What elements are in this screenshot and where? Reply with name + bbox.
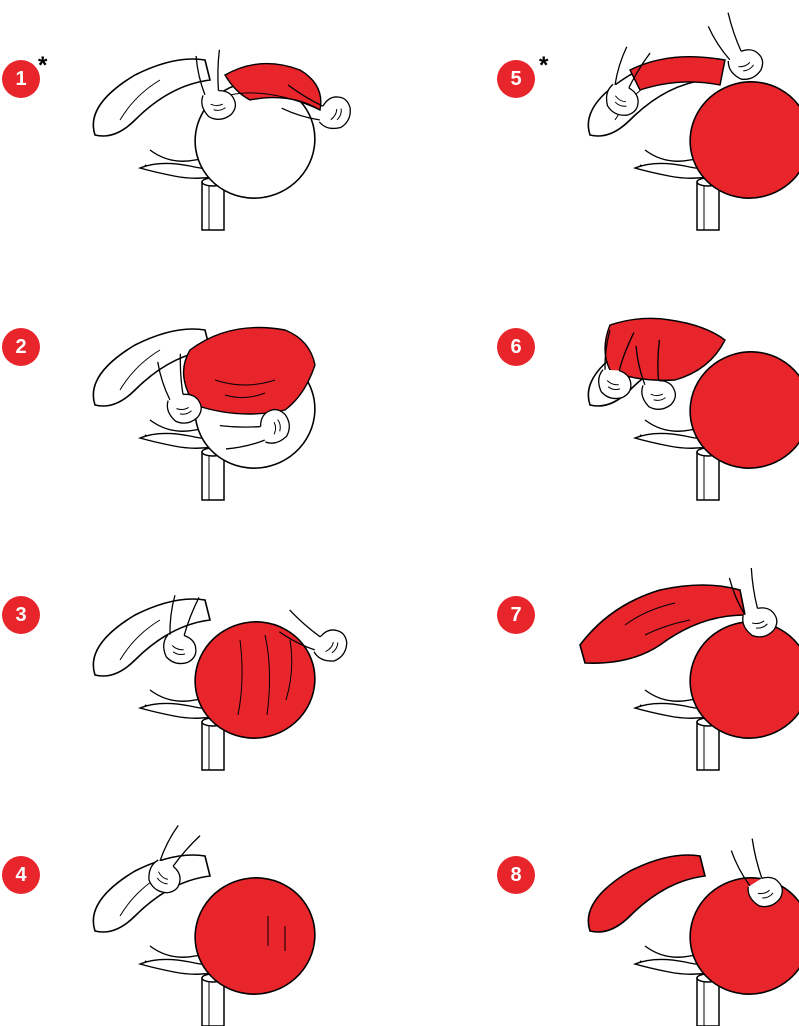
step-4-illustration <box>93 822 328 1026</box>
step-5-illustration <box>588 9 799 230</box>
step-1-illustration <box>93 49 354 230</box>
step-7-illustration <box>580 566 799 770</box>
step-2-illustration <box>93 328 328 501</box>
step-6-illustration <box>588 318 799 500</box>
step-3-illustration <box>93 593 352 770</box>
step-8-illustration <box>588 836 799 1026</box>
